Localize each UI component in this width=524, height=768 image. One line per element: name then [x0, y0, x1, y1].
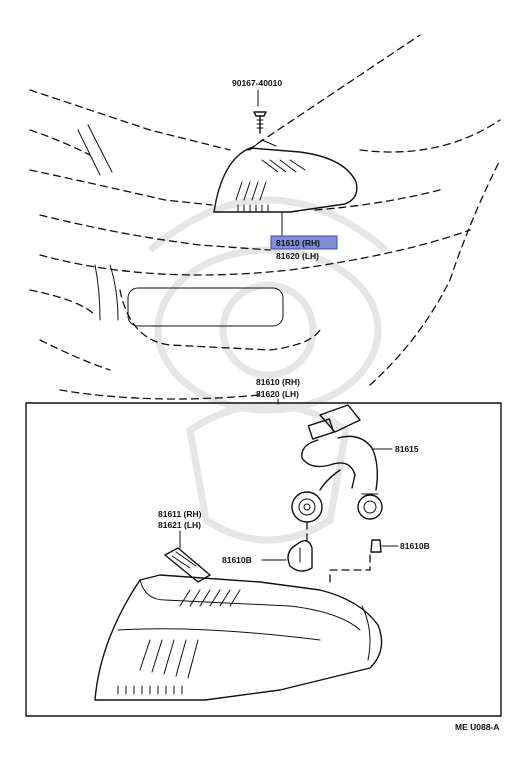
corner-lamp-assembly	[94, 574, 383, 701]
socket-gasket	[164, 547, 211, 583]
corner-lamp-installed	[213, 139, 358, 236]
lamp-lh-label-top: 81620 (LH)	[276, 251, 319, 261]
bulb-large	[287, 540, 313, 572]
diagram-code: ME U088-A	[455, 722, 499, 732]
bolt-90167	[253, 111, 267, 134]
socket-right	[357, 493, 383, 520]
lamp-rh-label-top: 81610 (RH)	[276, 238, 320, 248]
grille-openings	[77, 124, 284, 327]
bolt-part-label: 90167-40010	[232, 78, 282, 88]
socket-lh-label: 81621 (LH)	[158, 520, 201, 530]
lamp-rh-label-box: 81610 (RH)	[256, 377, 300, 387]
socket-left	[291, 491, 323, 523]
car-body-outline	[29, 34, 501, 400]
exploded-view-frame	[25, 402, 502, 717]
wire-harness-81615	[301, 404, 379, 491]
bulb-left-label: 81610B	[222, 555, 252, 565]
bulb-right-label: 81610B	[400, 541, 430, 551]
highlighted-part-number[interactable]	[270, 235, 338, 250]
watermark-emblem	[147, 196, 389, 544]
socket-rh-label: 81611 (RH)	[158, 509, 202, 519]
lamp-lh-label-box: 81620 (LH)	[256, 389, 299, 399]
harness-label: 81615	[395, 444, 419, 454]
bulb-small	[370, 539, 382, 553]
